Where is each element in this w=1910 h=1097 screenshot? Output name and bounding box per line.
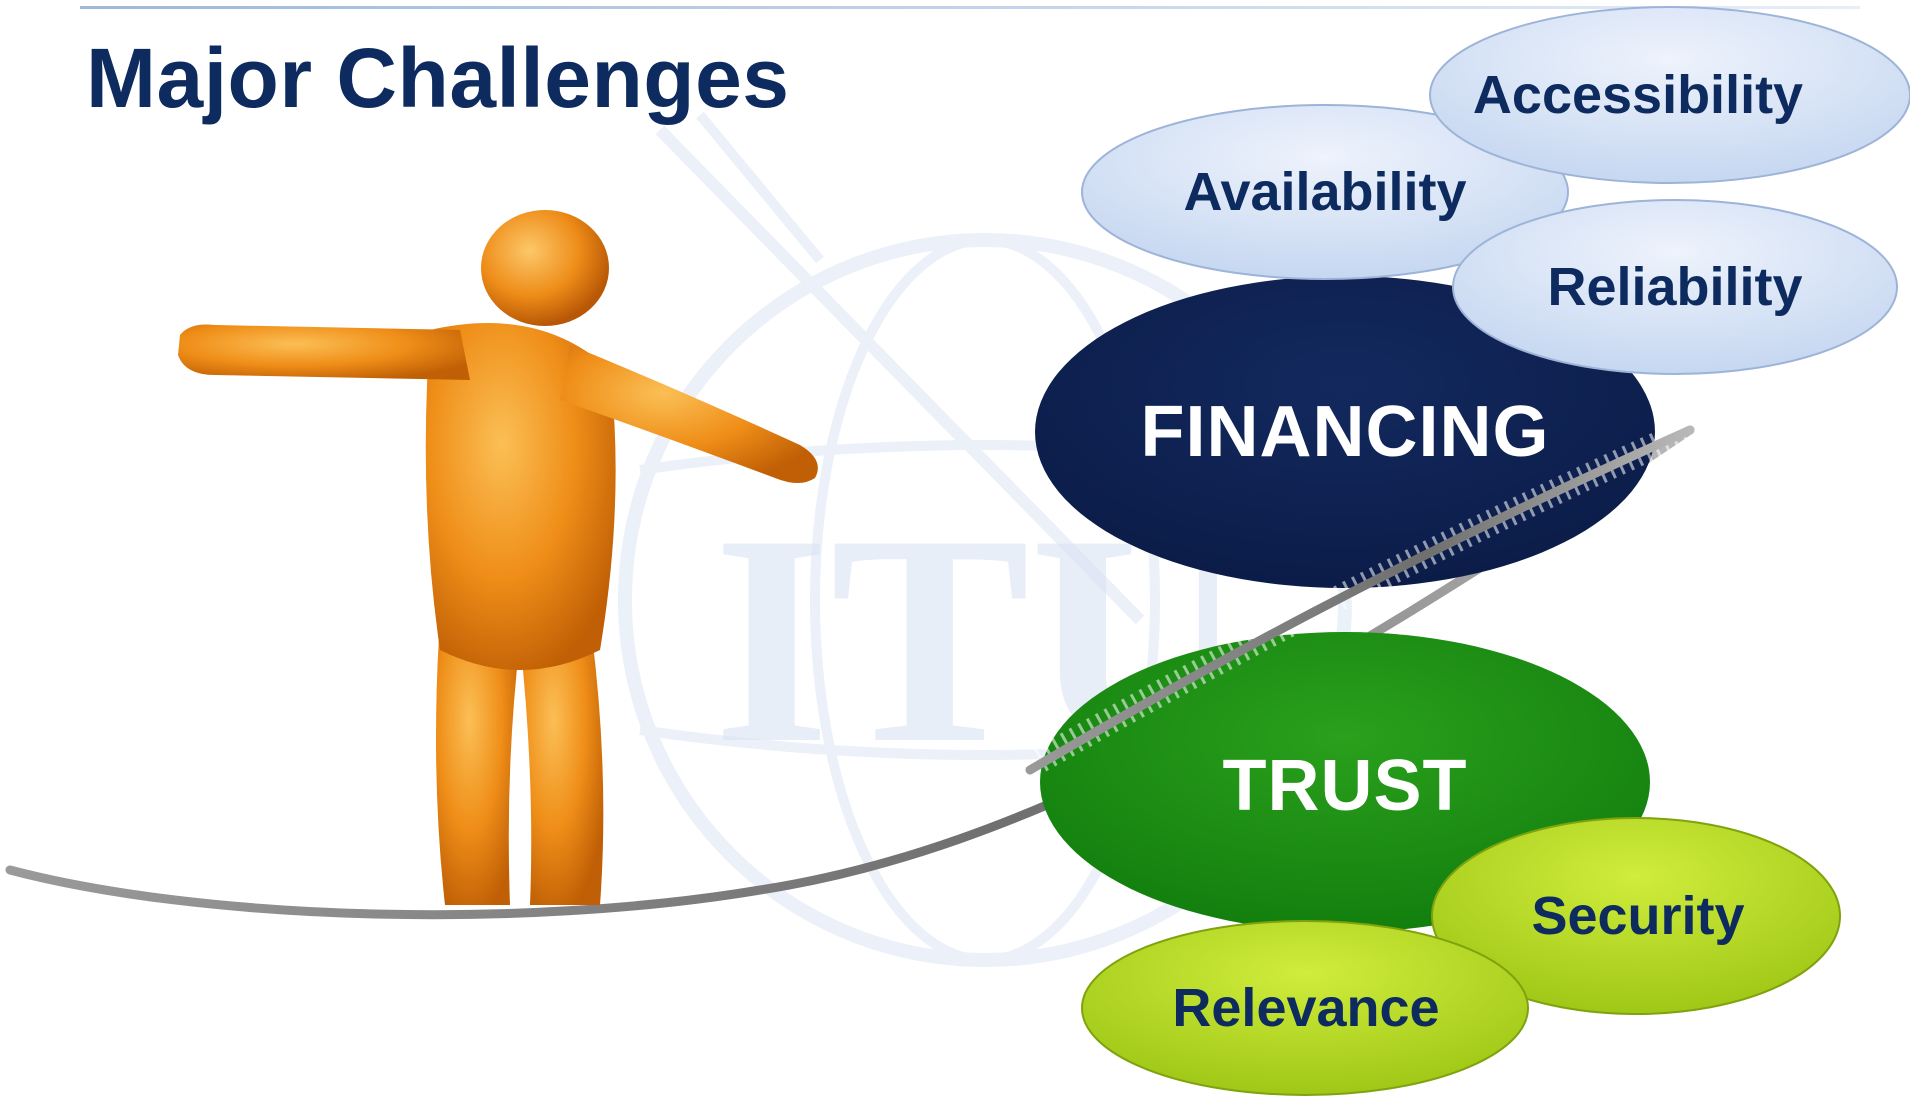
top-divider bbox=[80, 6, 1860, 9]
security-bubble bbox=[1431, 817, 1841, 1015]
tightrope-walker-figure bbox=[178, 210, 818, 905]
slide-title: Major Challenges bbox=[86, 31, 790, 125]
availability-bubble bbox=[1081, 104, 1569, 280]
relevance-bubble bbox=[1081, 920, 1529, 1096]
tightrope-front bbox=[1025, 425, 1695, 775]
accessibility-bubble bbox=[1429, 6, 1910, 184]
reliability-bubble bbox=[1452, 199, 1898, 375]
financing-bubble bbox=[1035, 276, 1655, 588]
